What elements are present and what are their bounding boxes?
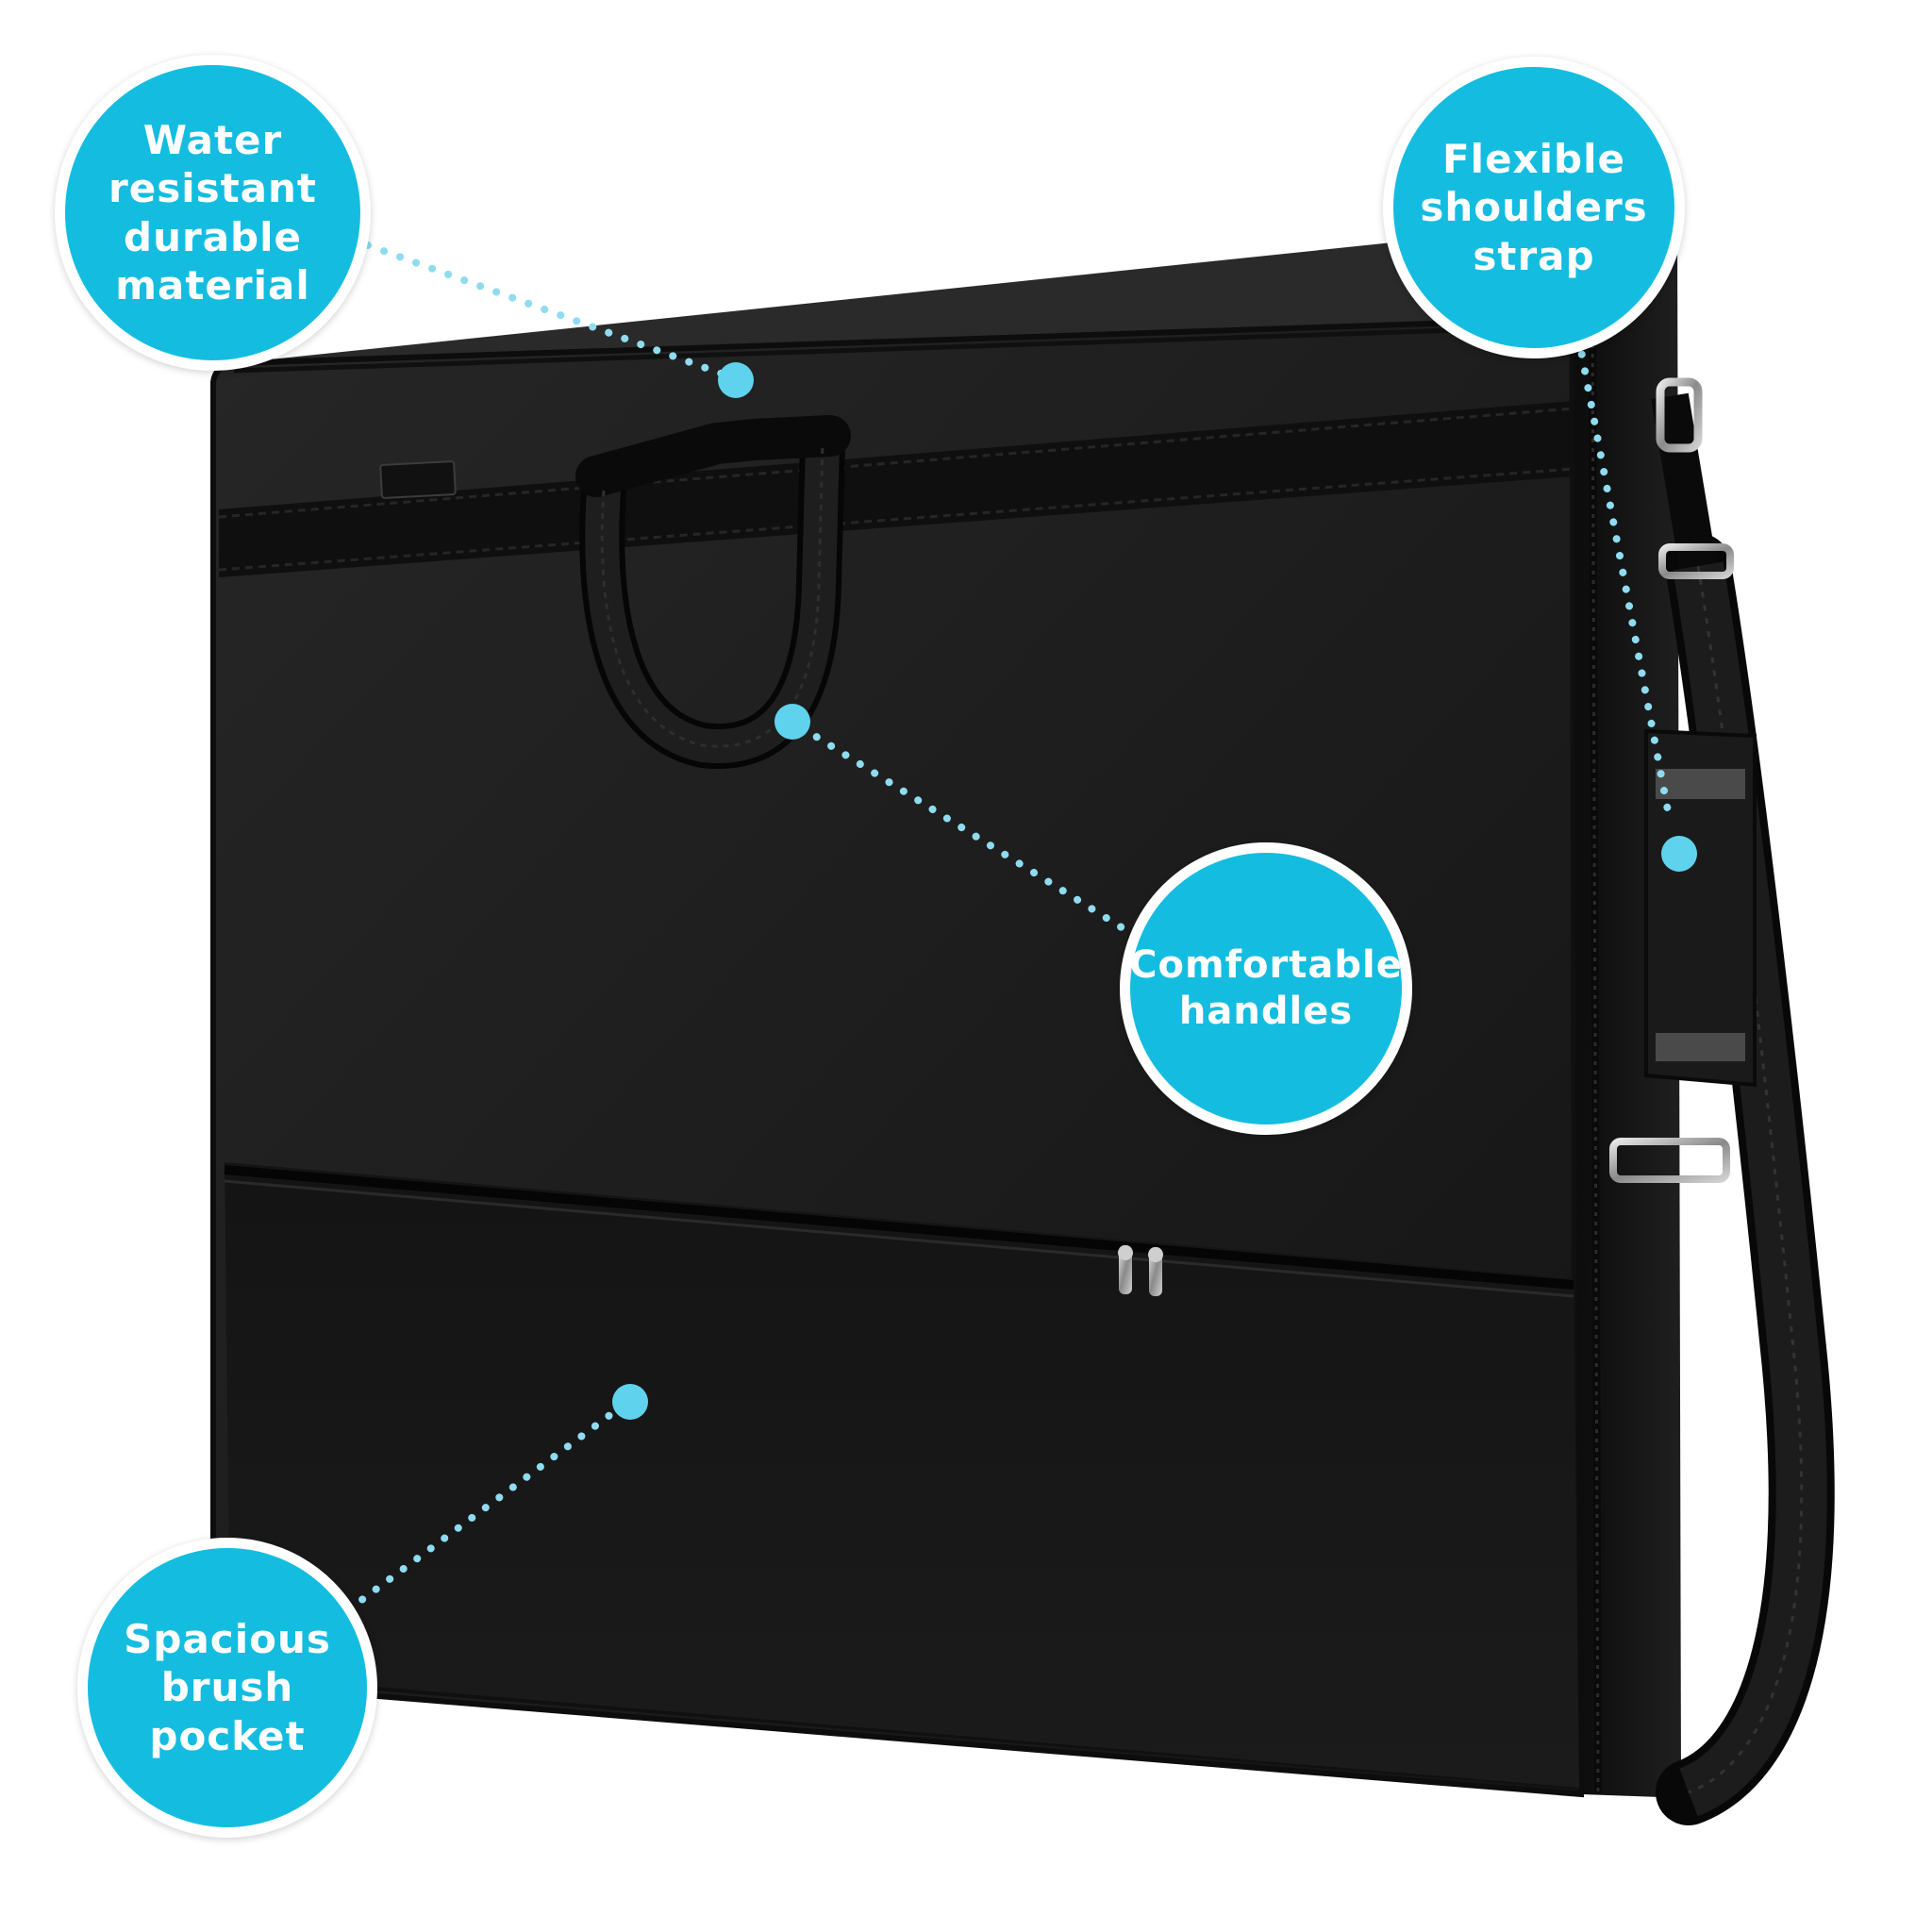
- webbing-band: [219, 401, 1574, 577]
- pocket-zipper: [224, 1165, 1574, 1290]
- leader-pocket: [353, 1402, 626, 1607]
- anchor-dot-handles: [774, 704, 810, 740]
- anchor-dot-pocket: [612, 1384, 648, 1420]
- callout-water-resistant: Water resistant durable material: [55, 55, 371, 371]
- portfolio-bag: [210, 215, 1835, 1825]
- leader-water: [364, 242, 730, 379]
- callout-brush-pocket: Spacious brush pocket: [77, 1538, 377, 1838]
- callout-water-resistant-text: Water resistant durable material: [108, 117, 317, 308]
- anchor-dot-flexible: [1661, 836, 1697, 872]
- zipper-pulls: [1118, 1245, 1163, 1296]
- callout-comfortable-handles: Comfortable handles: [1120, 842, 1412, 1135]
- carry-handle: [575, 415, 851, 770]
- callout-comfortable-handles-text: Comfortable handles: [1129, 943, 1403, 1033]
- leader-handles: [784, 715, 1136, 938]
- webbing-band-stitch: [218, 407, 1574, 572]
- pocket-zipper-seam: [224, 1179, 1574, 1298]
- leader-flexible: [1572, 317, 1674, 824]
- anchor-dot-water: [718, 362, 754, 398]
- callout-flexible-strap-text: Flexible shoulders strap: [1420, 136, 1648, 279]
- leader-lines: [353, 242, 1674, 1607]
- logo-label: [379, 460, 457, 499]
- front-pocket: [225, 1162, 1579, 1788]
- callout-brush-pocket-text: Spacious brush pocket: [124, 1616, 331, 1759]
- callout-flexible-strap: Flexible shoulders strap: [1383, 57, 1685, 358]
- shoulder-strap: [1609, 377, 1835, 1825]
- bag-side-panel: [1575, 215, 1681, 1797]
- bag-piping: [229, 324, 1578, 1790]
- anchor-dots: [612, 362, 1697, 1420]
